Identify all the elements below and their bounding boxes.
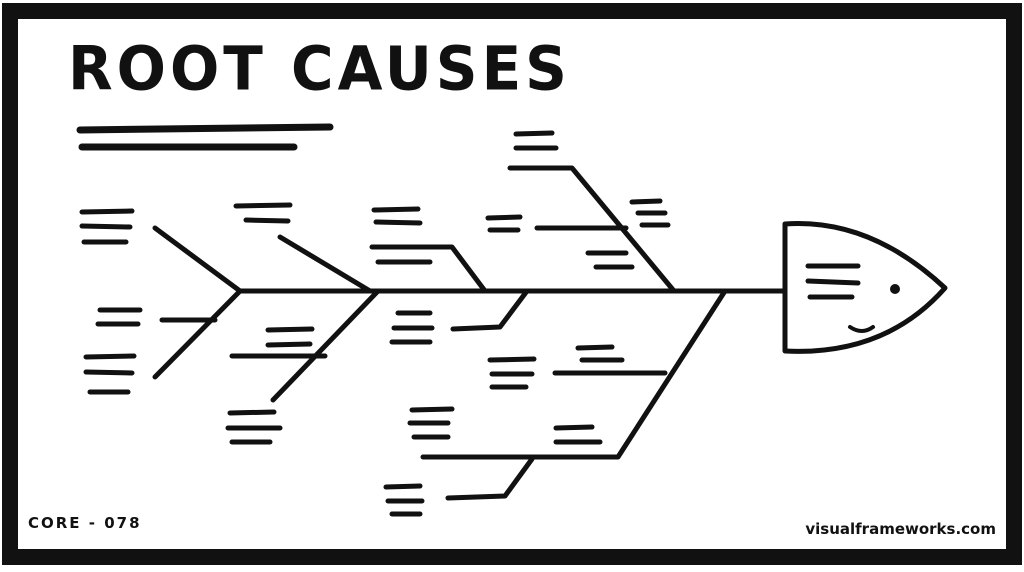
upper-bone-3-lower-hook [450,288,530,332]
fish-skeleton [152,165,788,501]
text-scribble-line [805,278,861,286]
tail-upper-bone [152,225,243,294]
text-scribble-line [513,130,555,137]
text-scribble-line [629,198,663,205]
fish-mouth [848,325,875,333]
text-scribble-line [79,208,135,215]
text-scribble-line [373,219,423,226]
text-scribble-line [227,409,277,416]
text-scribble-line [83,353,137,360]
text-placeholder-scribbles [79,130,861,517]
title-underline [76,123,334,151]
text-scribble-line [265,326,315,333]
text-scribble-line [575,344,615,351]
fish-eye-icon [890,284,900,294]
upper-bone-2 [277,234,373,294]
card-frame [2,3,1022,565]
lower-bone-4-sub [445,456,535,501]
text-scribble-line [371,206,421,213]
text-scribble-line [233,202,293,209]
text-scribble-line [485,214,523,221]
upper-bone-3 [369,244,488,294]
card-code: CORE - 078 [28,514,142,532]
lower-bone-4 [420,288,728,460]
text-scribble-line [83,369,135,376]
text-scribble-line [243,217,291,224]
lower-bone-2 [270,288,381,403]
page-title: ROOT CAUSES [68,32,571,105]
credit-url: visualframeworks.com [805,520,996,538]
upper-bone-4 [507,165,677,294]
tail-lower-bone [152,288,243,380]
text-scribble-line [409,406,455,413]
text-scribble-line [487,356,537,363]
text-scribble-line [265,341,313,348]
text-scribble-line [79,223,133,230]
fish-head-icon [782,221,948,354]
text-scribble-line [553,424,595,431]
text-scribble-line [383,483,423,490]
